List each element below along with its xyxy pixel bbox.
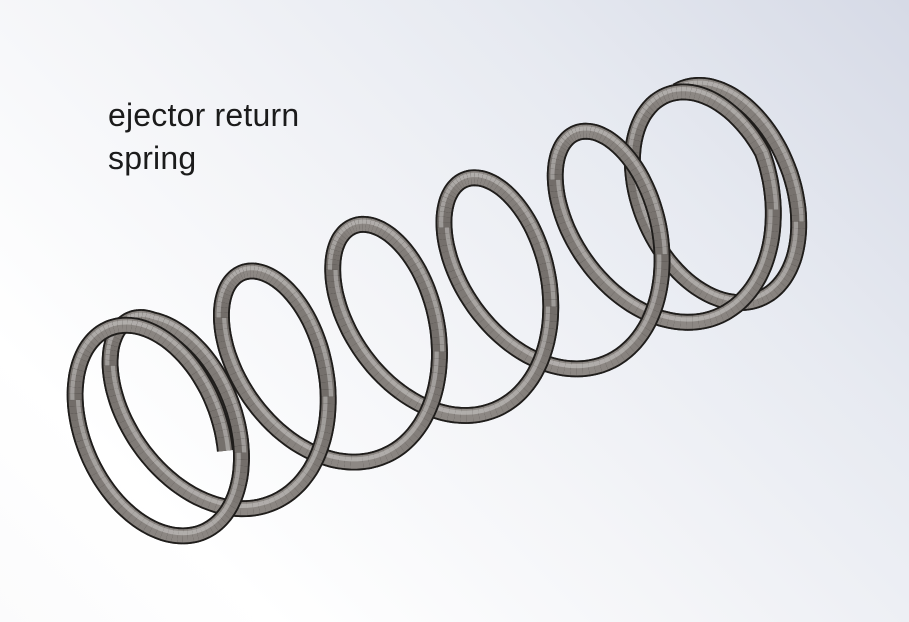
part-annotation-label: ejector return spring [108, 97, 300, 176]
